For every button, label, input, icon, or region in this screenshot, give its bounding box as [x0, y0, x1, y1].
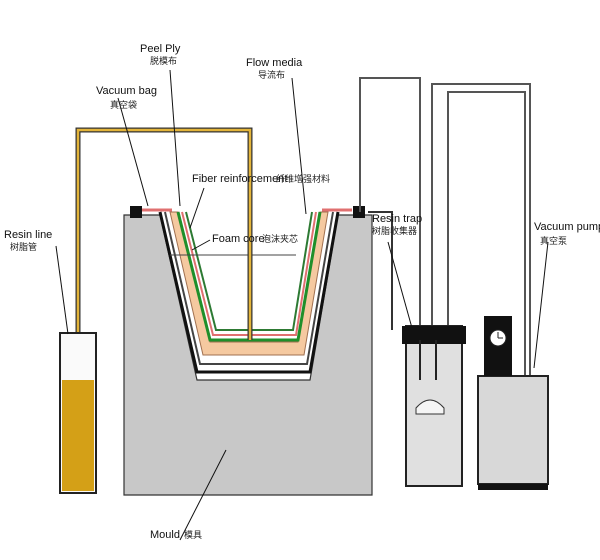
fiber-reinforcement-layer: [176, 211, 322, 342]
label-resin-line-cn: 树脂管: [10, 241, 37, 253]
label-peel-ply: Peel Ply: [140, 43, 181, 55]
resin-fill: [62, 380, 94, 491]
label-flow-media: Flow media: [246, 57, 303, 69]
resin-trap-lid: [402, 326, 466, 344]
label-vacuum-bag-cn: 真空袋: [110, 99, 137, 111]
leader-lines: [55, 69, 549, 541]
laminate-stack: [158, 211, 340, 374]
label-vacuum-pump-cn: 真空泵: [540, 235, 567, 247]
label-flow-media-cn: 导流布: [258, 69, 285, 81]
label-mould-cn: 模具: [184, 530, 202, 541]
label-foam-core-cn: 泡沫夹芯: [262, 233, 298, 245]
label-resin-trap-cn: 树脂收集器: [372, 225, 417, 237]
label-resin-line: Resin line: [4, 229, 52, 241]
vacuum-pump-body: [477, 375, 549, 485]
peel-ply-layer: [181, 211, 317, 336]
vacuum-line-loop: [359, 77, 531, 376]
label-peel-ply-cn: 脱模布: [150, 55, 177, 67]
label-mould: Mould: [150, 529, 180, 541]
label-fiber-reinforcement: Fiber reinforcement: [192, 173, 287, 185]
vacuum-line-to-trap: [368, 211, 393, 330]
sealant-left: [130, 206, 142, 218]
label-resin-trap: Resin trap: [372, 213, 422, 225]
flow-media-layer: [185, 211, 313, 331]
label-foam-core: Foam core: [212, 233, 265, 245]
label-vacuum-pump: Vacuum pump: [534, 221, 600, 233]
label-fiber-reinforcement-cn: 纤维增强材料: [276, 173, 330, 185]
label-vacuum-bag: Vacuum bag: [96, 85, 157, 97]
